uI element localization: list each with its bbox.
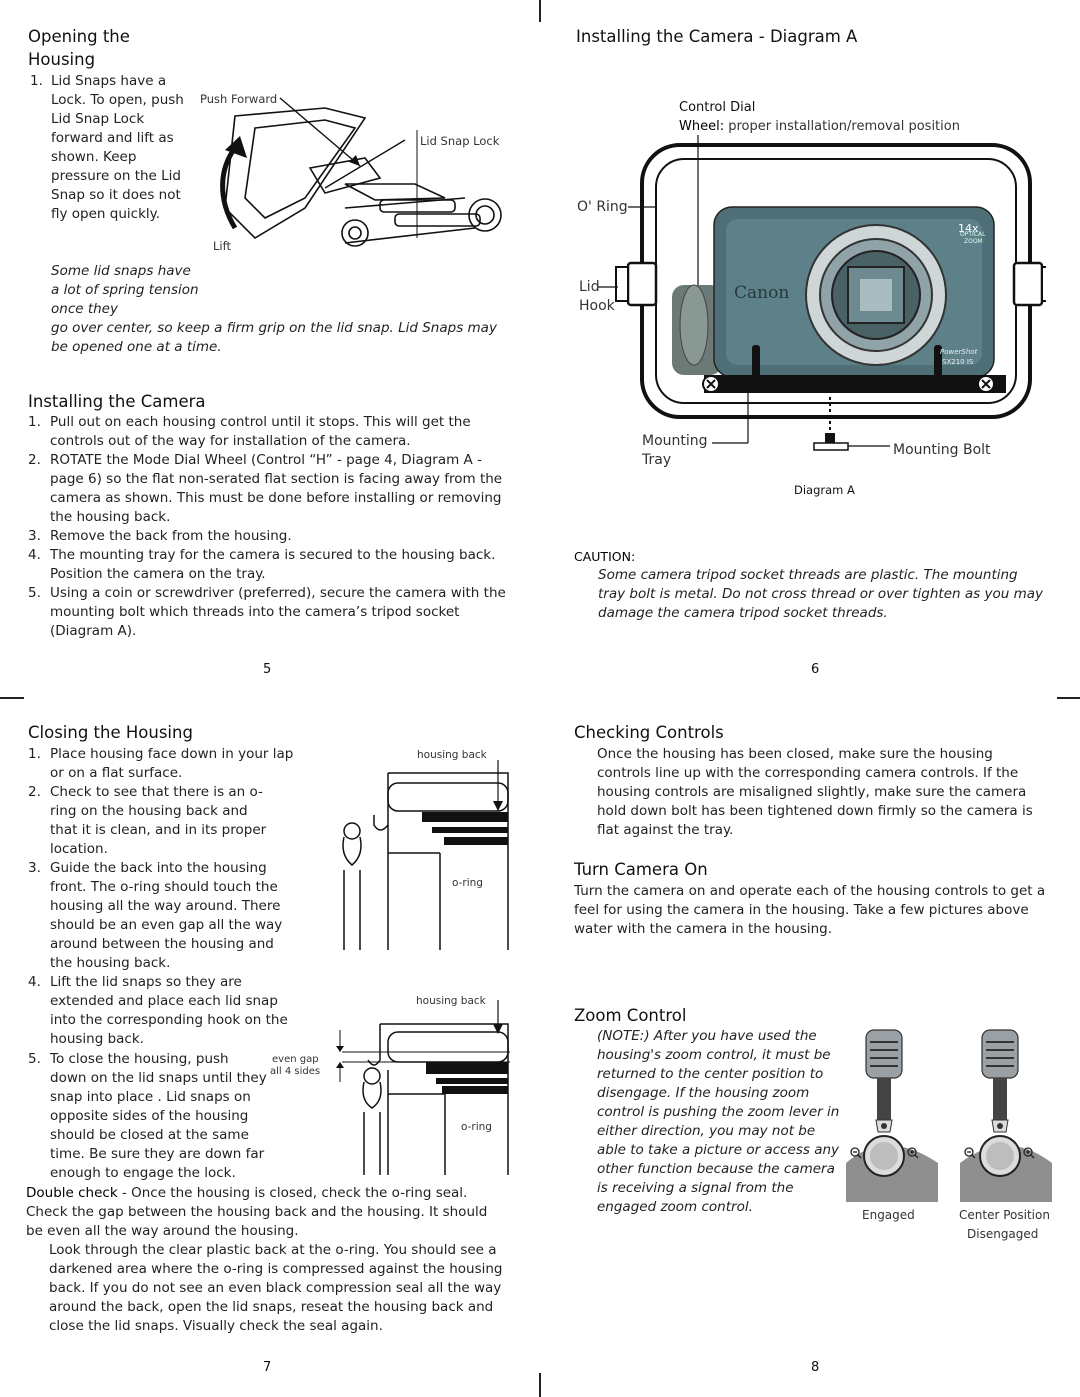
turn-camera-on-title: Turn Camera On (574, 860, 708, 879)
checking-controls-title: Checking Controls (574, 723, 724, 742)
disengaged-label: Disengaged (967, 1227, 1039, 1241)
list-item: 4.The mounting tray for the camera is se… (28, 547, 496, 582)
fig-push-forward-label: Push Forward (200, 92, 278, 106)
camera-housing-diagram (598, 135, 1046, 451)
fig-lift-label: Lift (213, 239, 231, 253)
crop-mark-top (539, 0, 541, 22)
list-item: 5.Using a coin or screwdriver (preferred… (28, 585, 506, 639)
diagram-a-caption: Diagram A (794, 483, 855, 497)
fig-oring-label-1: o-ring (452, 877, 483, 889)
page-number-5: 5 (263, 662, 272, 677)
mounting-tray-bar (704, 375, 1006, 393)
zoom-engaged-figure (846, 1029, 938, 1202)
fig-housing-back-label-1: housing back (417, 749, 487, 761)
crop-mark-left (0, 697, 24, 699)
fig-housing-back-label-2: housing back (416, 995, 486, 1007)
fig-all-4-sides-label: all 4 sides (270, 1066, 321, 1077)
wheel-label: Wheel: proper installation/removal posit… (679, 119, 960, 134)
opening-step-1: 1. Lid Snaps have a Lock. To open, push … (30, 72, 190, 224)
caution-title: CAUTION: (574, 549, 636, 564)
closing-housing-title: Closing the Housing (28, 723, 193, 742)
closing-steps-a: 1.Place housing face down in your lap or… (28, 745, 298, 1049)
caution-text: Some camera tripod socket threads are pl… (598, 567, 1043, 621)
fig-even-gap-label: even gap (272, 1054, 319, 1065)
zoom-control-title: Zoom Control (574, 1006, 687, 1025)
crop-mark-bottom (539, 1373, 541, 1397)
installing-steps: 1.Pull out on each housing control until… (28, 413, 510, 641)
mounting-tray-label: Mounting Tray (642, 433, 708, 468)
list-item: 1.Pull out on each housing control until… (28, 414, 471, 449)
list-item: 2.ROTATE the Mode Dial Wheel (Control “H… (28, 452, 503, 525)
mounting-bolt-label: Mounting Bolt (893, 442, 991, 458)
closing-step-5: 5.To close the housing, push down on the… (28, 1050, 298, 1183)
list-item: 2.Check to see that there is an o-ring o… (28, 784, 267, 857)
zoom-center-figure (960, 1029, 1052, 1202)
cam-zoom-word: ZOOM (964, 238, 983, 245)
control-dial-label: Control Dial (679, 100, 756, 115)
zoom-out-icon (964, 1147, 976, 1159)
diagram-a-title: Installing the Camera - Diagram A (576, 27, 858, 46)
lid-hook-right (1012, 261, 1044, 307)
zoom-control-note: (NOTE:) After you have used the housing'… (597, 1028, 840, 1215)
crop-mark-right (1057, 697, 1080, 699)
list-item: 5.To close the housing, push down on the… (28, 1051, 267, 1181)
list-item: 3.Guide the back into the housing front.… (28, 860, 283, 971)
center-position-label: Center Position (959, 1208, 1050, 1222)
cam-model-a: PowerShot (940, 348, 978, 356)
zoom-in-icon (1023, 1147, 1035, 1159)
lid-hook-left (626, 261, 658, 307)
housing-back-figure-2 (336, 1000, 510, 1175)
cam-model-b: SX210 IS (942, 358, 974, 366)
housing-back-figure-1 (342, 760, 509, 950)
double-check-text: Double check - Once the housing is close… (26, 1185, 488, 1239)
zoom-in-icon (907, 1147, 919, 1159)
look-through-text: Look through the clear plastic back at t… (49, 1242, 503, 1334)
cam-optical: OPTICAL (960, 231, 986, 238)
list-item: 4.Lift the lid snaps so they are extende… (28, 974, 288, 1047)
mounting-bolt (813, 442, 849, 451)
zoom-out-icon (850, 1147, 862, 1159)
page-number-6: 6 (811, 662, 820, 677)
turn-camera-on-text: Turn the camera on and operate each of t… (574, 883, 1046, 937)
cam-brand: Canon (734, 283, 790, 303)
list-item: 3.Remove the back from the housing. (28, 528, 292, 544)
cam-zoom-badge: 14x (958, 222, 979, 235)
engaged-label: Engaged (862, 1208, 915, 1222)
page-number-8: 8 (811, 1360, 820, 1375)
list-item: 1.Place housing face down in your lap or… (28, 746, 294, 781)
lid-snap-lever (224, 107, 367, 240)
opening-housing-title: Opening the Housing (28, 27, 130, 69)
opening-step-1-text: Lid Snaps have a Lock. To open, push Lid… (51, 73, 184, 222)
lid-hook-label: Lid Hook (579, 279, 615, 314)
opening-note-a: Some lid snaps have a lot of spring tens… (51, 263, 199, 317)
opening-note-b: go over center, so keep a firm grip on t… (51, 320, 497, 355)
page-number-7: 7 (263, 1360, 272, 1375)
oring-label: O' Ring (577, 199, 628, 215)
fig-oring-label-2: o-ring (461, 1121, 492, 1133)
step-number: 1. (30, 73, 43, 89)
fig-lid-snap-lock-label: Lid Snap Lock (420, 134, 500, 148)
lid-snap-figure (220, 97, 502, 247)
checking-controls-text: Once the housing has been closed, make s… (597, 746, 1033, 838)
installing-camera-title: Installing the Camera (28, 392, 206, 411)
